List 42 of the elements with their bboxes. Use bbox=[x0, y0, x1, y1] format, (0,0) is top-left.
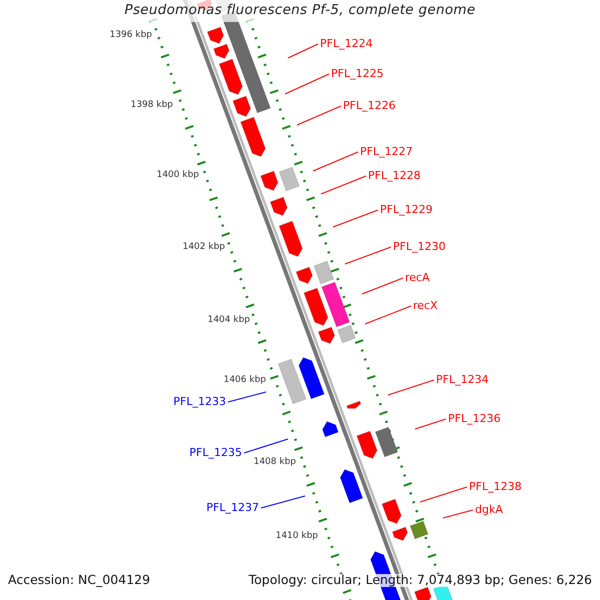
leader-line bbox=[228, 392, 266, 402]
tick-label: 1400 kbp bbox=[156, 171, 199, 180]
accession-label: Accession: NC_004129 bbox=[8, 574, 150, 586]
leader-line bbox=[312, 152, 358, 172]
gene-label: PFL_1236 bbox=[448, 413, 501, 424]
tick-label: 1402 kbp bbox=[182, 243, 225, 252]
leader-line bbox=[344, 246, 392, 264]
gene-label: PFL_1238 bbox=[469, 481, 522, 492]
leader-line bbox=[320, 176, 366, 194]
leader-line bbox=[414, 418, 446, 430]
tick-label: 1404 kbp bbox=[208, 316, 250, 325]
genome-stats-label: Topology: circular; Length: 7,074,893 bp; Genes: 6,226 bbox=[248, 574, 592, 586]
gene-label: PFL_1229 bbox=[380, 204, 433, 215]
leader-line bbox=[332, 210, 378, 228]
leader-line bbox=[260, 496, 306, 508]
gene-label: PFL_1235 bbox=[189, 447, 242, 458]
tick-label: 1410 kbp bbox=[276, 532, 318, 541]
gene-label: PFL_1233 bbox=[173, 396, 226, 407]
gene-label: dgkA bbox=[475, 504, 503, 515]
gene-label: PFL_1225 bbox=[331, 68, 384, 79]
leader-line bbox=[442, 510, 474, 518]
tick-label: 1408 kbp bbox=[254, 458, 296, 467]
leader-line bbox=[364, 306, 412, 324]
leader-line bbox=[296, 106, 342, 126]
leader-line bbox=[420, 486, 468, 502]
leader-line bbox=[288, 44, 318, 58]
leader-line bbox=[362, 278, 404, 294]
gene-label: PFL_1227 bbox=[360, 146, 413, 157]
leader-line bbox=[388, 380, 434, 396]
gene-label: PFL_1228 bbox=[368, 170, 421, 181]
tick-label: 1396 kbp bbox=[110, 31, 152, 40]
leader-line bbox=[244, 438, 288, 454]
gene-label: recA bbox=[405, 272, 430, 283]
tick-label: 1398 kbp bbox=[130, 101, 173, 110]
leader-line bbox=[284, 74, 330, 94]
gene-label: PFL_1226 bbox=[343, 100, 396, 111]
gene-label: PFL_1230 bbox=[393, 241, 446, 252]
gene-label: PFL_1224 bbox=[320, 38, 373, 49]
tick-label: 1406 kbp bbox=[224, 376, 266, 385]
gene-label: recX bbox=[413, 300, 438, 311]
gene-label: PFL_1234 bbox=[436, 374, 489, 385]
gene-label: PFL_1237 bbox=[206, 502, 259, 513]
